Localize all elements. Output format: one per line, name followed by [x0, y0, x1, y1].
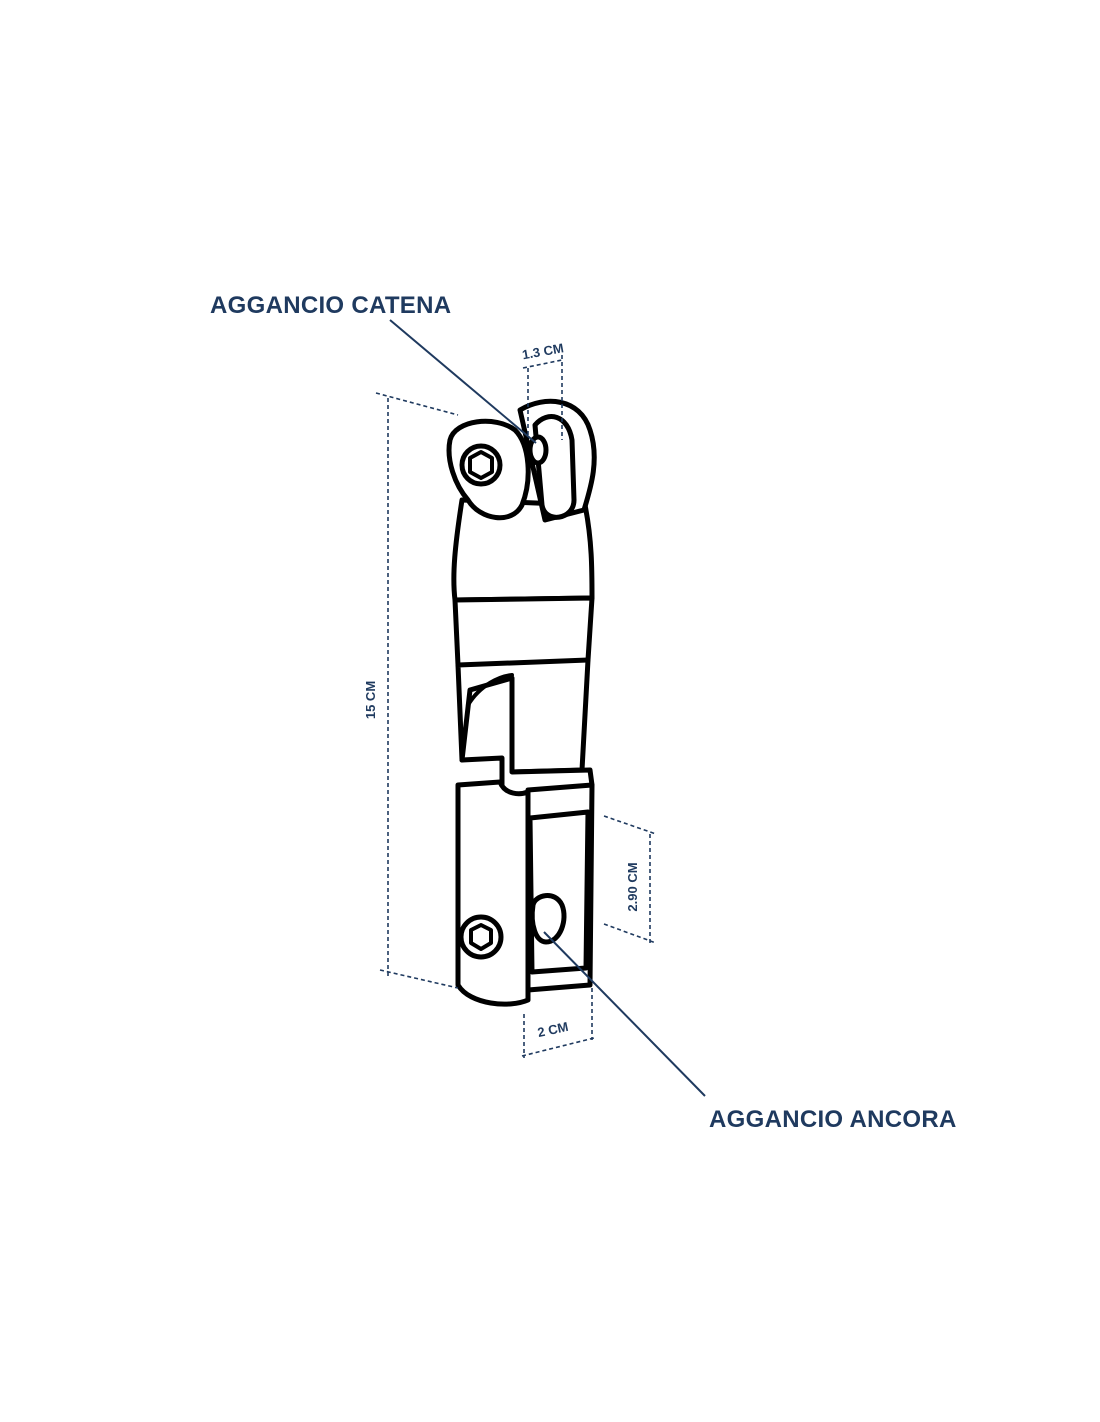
- dimension-lines: [375, 355, 657, 1058]
- pin-diameter-dimension: 1.3 CM: [521, 340, 565, 362]
- chain-attachment-label: AGGANCIO CATENA: [210, 292, 451, 319]
- lower-bolt-head: [458, 914, 504, 960]
- upper-fork-inner-cheek: [532, 414, 577, 520]
- chain-attachment-leader: [389, 319, 537, 444]
- jaw-width-dimension: 2 CM: [536, 1019, 570, 1040]
- anchor-attachment-label: AGGANCIO ANCORA: [709, 1106, 957, 1133]
- swivel-connector-drawing: [446, 398, 597, 1007]
- upper-pin-end: [527, 434, 549, 466]
- lower-anchor-pin: [529, 893, 567, 945]
- swivel-collar: [452, 595, 595, 671]
- upper-bolt-head: [459, 443, 503, 487]
- swivel-knuckle-inner: [466, 673, 514, 707]
- jaw-opening-dimension: 2.90 CM: [625, 862, 640, 911]
- total-length-dimension: 15 CM: [363, 681, 378, 719]
- lower-jaw-front-plate: [455, 779, 531, 1007]
- anchor-attachment-leader: [543, 931, 706, 1097]
